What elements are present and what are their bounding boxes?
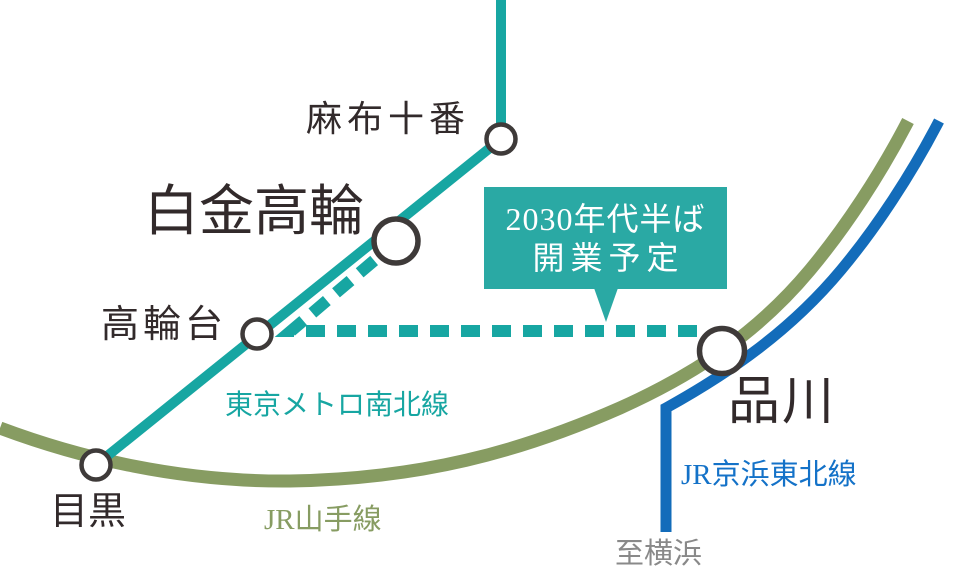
keihin-tohoku-line-path: [660, 118, 944, 532]
line-label-yamanote: JR山手線: [264, 504, 382, 536]
station-marker-shirokane-takanawa: [371, 216, 421, 266]
planned-extension-dashed-path: [274, 248, 697, 337]
station-marker-azabujuban: [484, 122, 518, 156]
station-label-shinagawa: 品川: [728, 374, 837, 431]
station-marker-shinagawa: [696, 325, 748, 377]
line-label-keihin-tohoku: JR京浜東北線: [681, 459, 857, 491]
direction-label-to-yokohama: 至横浜: [615, 538, 703, 570]
callout-line1: 2030年代半ば: [505, 200, 706, 237]
station-label-takanawadai: 高輪台: [101, 304, 228, 346]
station-marker-takanawadai: [240, 317, 274, 351]
callout-pointer: [594, 288, 618, 322]
yamanote-line-path: [0, 118, 914, 488]
station-marker-meguro: [79, 448, 113, 482]
line-label-namboku: 東京メトロ南北線: [225, 390, 450, 421]
station-label-meguro: 目黒: [50, 491, 127, 533]
station-label-azabujuban: 麻布十番: [306, 99, 471, 139]
callout-line2: 開業予定: [532, 239, 685, 276]
station-label-shirokane-takanawa: 白金高輪: [144, 181, 365, 242]
opening-schedule-callout: 2030年代半ば 開業予定: [484, 187, 727, 289]
